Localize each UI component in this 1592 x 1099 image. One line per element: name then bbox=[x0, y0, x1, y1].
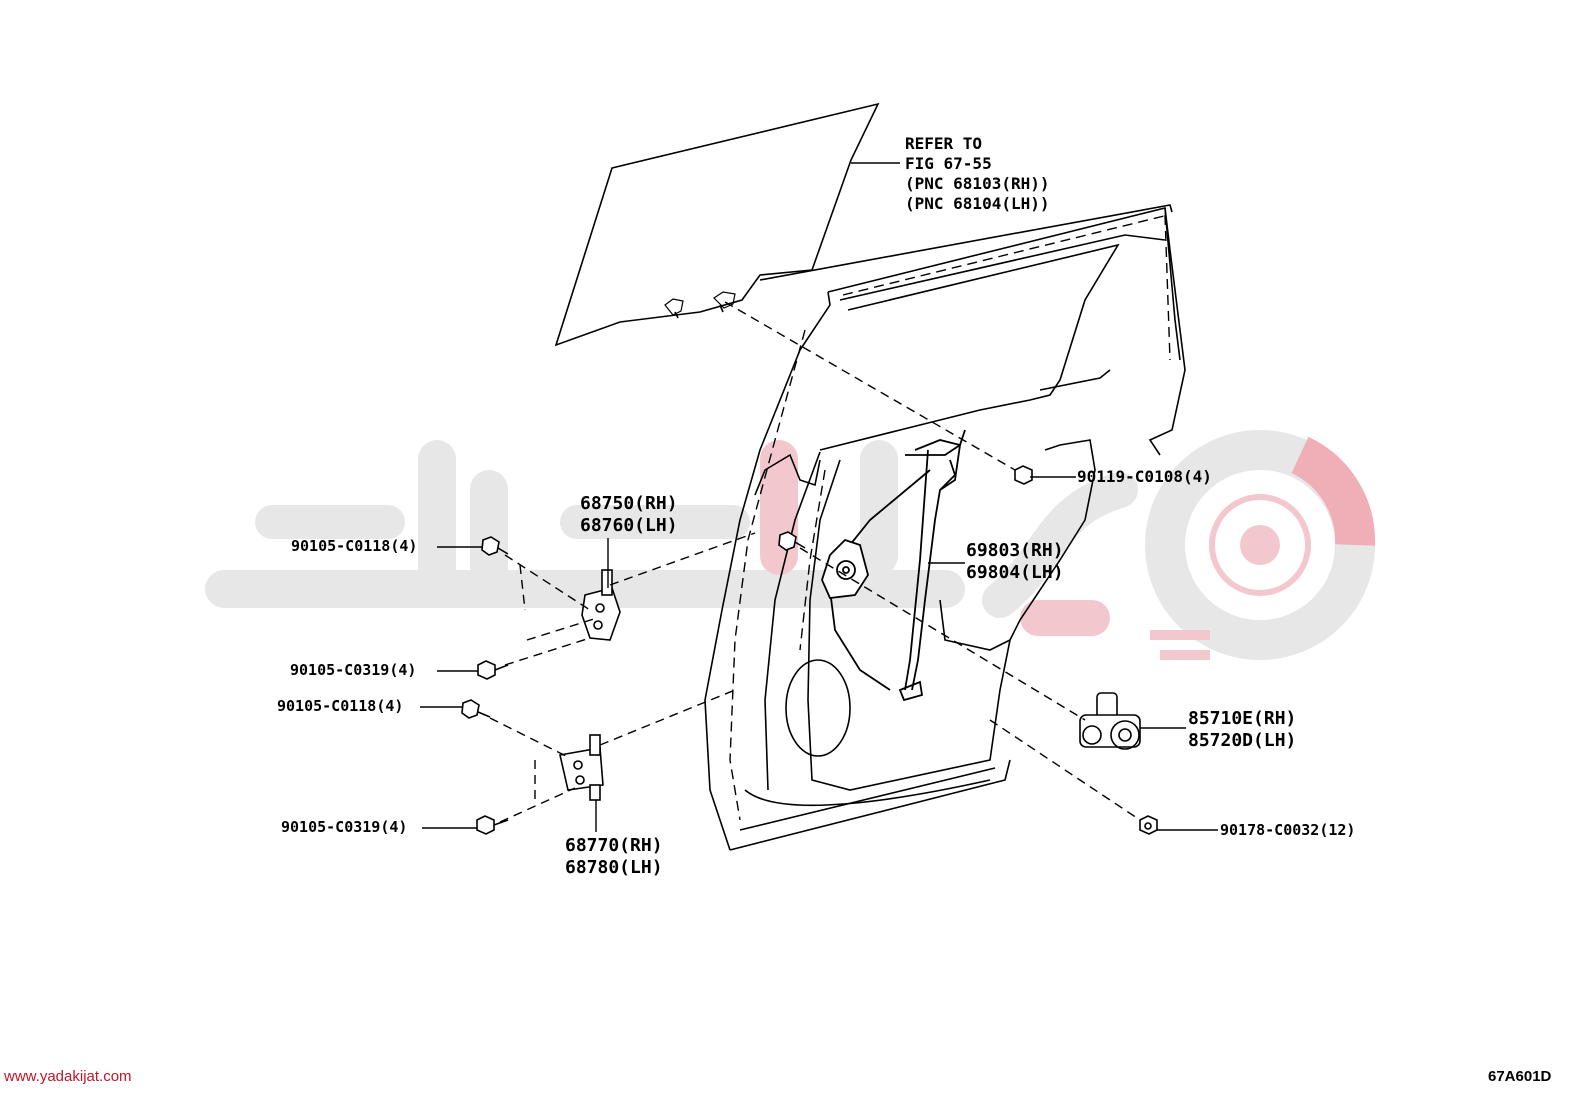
refer-line-2: FIG 67-55 bbox=[905, 154, 992, 173]
site-link[interactable]: www.yadakijat.com bbox=[4, 1068, 132, 1085]
label-motor-lh: 85720D(LH) bbox=[1188, 730, 1297, 751]
door-panel bbox=[704, 204, 1186, 851]
upper-hinge bbox=[581, 569, 621, 641]
window-regulator bbox=[821, 429, 966, 702]
label-regulator-rh: 69803(RH) bbox=[966, 540, 1064, 561]
figure-code: 67A601D bbox=[1488, 1068, 1552, 1085]
label-hinge-upper-rh: 68750(RH) bbox=[580, 493, 678, 514]
bolts bbox=[461, 465, 1158, 835]
label-bolt-c0108: 90119-C0108(4) bbox=[1077, 467, 1212, 486]
assembly-dashes bbox=[489, 301, 1141, 823]
leader-lines bbox=[420, 162, 1218, 832]
refer-line-3: (PNC 68103(RH)) bbox=[905, 174, 1050, 193]
refer-note: REFER TO FIG 67-55 (PNC 68103(RH)) (PNC … bbox=[905, 134, 1050, 214]
label-regulator-lh: 69804(LH) bbox=[966, 562, 1064, 583]
label-motor-rh: 85710E(RH) bbox=[1188, 708, 1297, 729]
label-hinge-upper-lh: 68760(LH) bbox=[580, 515, 678, 536]
label-hinge-upper: 68750(RH) 68760(LH) bbox=[580, 493, 678, 537]
door-glass bbox=[554, 102, 880, 347]
refer-line-1: REFER TO bbox=[905, 134, 983, 153]
label-bolt-c0319-upper: 90105-C0319(4) bbox=[290, 661, 417, 679]
door-inner-dashes bbox=[729, 214, 1171, 821]
label-bolt-c0319-lower: 90105-C0319(4) bbox=[281, 818, 408, 836]
refer-line-4: (PNC 68104(LH)) bbox=[905, 194, 1050, 213]
lower-hinge bbox=[559, 734, 604, 801]
label-bolt-c0118-upper: 90105-C0118(4) bbox=[291, 537, 418, 555]
label-hinge-lower: 68770(RH) 68780(LH) bbox=[565, 835, 663, 879]
label-hinge-lower-rh: 68770(RH) bbox=[565, 835, 663, 856]
label-nut-c0032: 90178-C0032(12) bbox=[1220, 821, 1356, 839]
label-motor: 85710E(RH) 85720D(LH) bbox=[1188, 708, 1296, 752]
regulator-motor bbox=[1079, 692, 1141, 750]
label-bolt-c0118-lower: 90105-C0118(4) bbox=[277, 697, 404, 715]
label-hinge-lower-lh: 68780(LH) bbox=[565, 857, 663, 878]
label-regulator: 69803(RH) 69804(LH) bbox=[966, 540, 1064, 584]
